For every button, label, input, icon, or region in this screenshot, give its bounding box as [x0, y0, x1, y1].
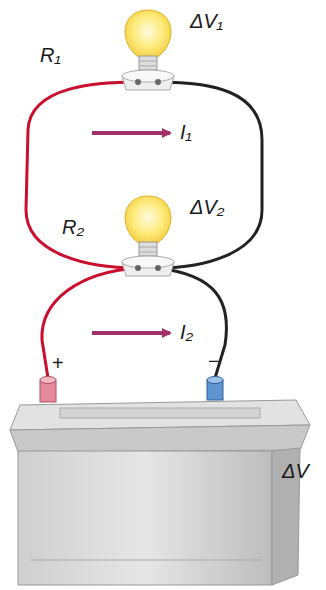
resistance-label: R₁ — [40, 44, 61, 66]
voltage-label: ΔV — [282, 460, 309, 482]
current-label: I₂ — [180, 321, 193, 343]
current-label: I₁ — [180, 121, 192, 143]
terminal-sign: + — [52, 352, 64, 374]
voltage-label: ΔV₁ — [190, 10, 223, 32]
voltage-label: ΔV₂ — [190, 196, 224, 218]
resistance-label: R₂ — [62, 216, 84, 238]
terminal-sign: − — [208, 350, 220, 372]
